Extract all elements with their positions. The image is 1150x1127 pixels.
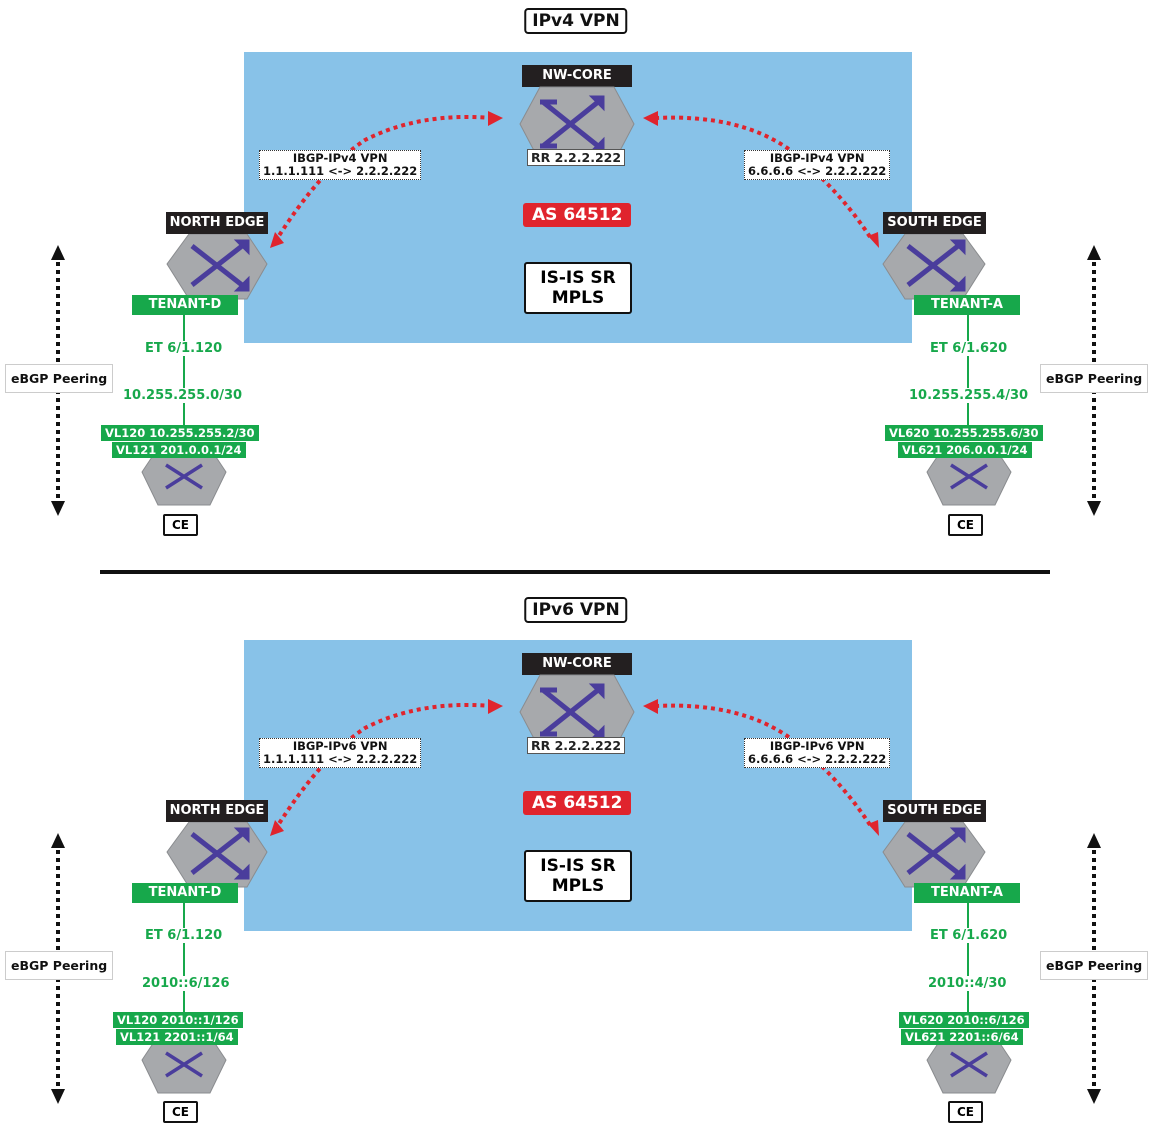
access-links — [183, 902, 969, 1016]
north-interface-label: ET 6/1.120 — [143, 928, 225, 943]
south-interface-label: ET 6/1.620 — [928, 341, 1010, 356]
north-edge-router-icon — [166, 233, 268, 300]
south-edge-router-icon — [882, 821, 986, 888]
south-ce-label: CE — [948, 514, 984, 536]
north-ebgp-label: eBGP Peering — [5, 951, 114, 980]
north-tenant-label: TENANT-D — [132, 295, 238, 315]
igp-label: IS-IS SR MPLS — [524, 262, 632, 314]
north-ebgp-label: eBGP Peering — [5, 364, 114, 393]
north-ibgp-session-label: IBGP-IPv6 VPN 1.1.1.111 <-> 2.2.2.222 — [259, 738, 422, 768]
south-subnet-label: 2010::4/30 — [926, 976, 1009, 991]
north-vlan-2: VL121 201.0.0.1/24 — [112, 442, 246, 458]
south-vlan-1: VL620 2010::6/126 — [899, 1012, 1029, 1028]
core-router-label: NW-CORE — [522, 65, 632, 87]
north-vlan-1: VL120 10.255.255.2/30 — [101, 425, 259, 441]
south-edge-router-icon — [882, 233, 986, 300]
south-ibgp-session-label: IBGP-IPv6 VPN 6.6.6.6 <-> 2.2.2.222 — [744, 738, 891, 768]
route-reflector-label: RR 2.2.2.222 — [527, 737, 626, 754]
south-ebgp-label: eBGP Peering — [1040, 364, 1149, 393]
core-router-icon — [519, 86, 635, 163]
access-links — [183, 314, 969, 428]
section-divider — [100, 570, 1050, 574]
route-reflector-label: RR 2.2.2.222 — [527, 149, 626, 166]
ibgp-session-arrows — [273, 702, 874, 832]
north-vlan-1: VL120 2010::1/126 — [113, 1012, 243, 1028]
south-tenant-label: TENANT-A — [914, 295, 1020, 315]
north-ce-icon — [141, 447, 227, 506]
core-router-label: NW-CORE — [522, 653, 632, 675]
section-title: IPv6 VPN — [524, 597, 628, 623]
north-ce-icon — [141, 1035, 227, 1094]
as-number-badge: AS 64512 — [523, 203, 632, 227]
south-vlan-2: VL621 206.0.0.1/24 — [898, 442, 1032, 458]
section-title: IPv4 VPN — [524, 8, 628, 34]
north-ce-label: CE — [163, 514, 199, 536]
north-edge-label: NORTH EDGE — [166, 212, 268, 234]
ibgp-session-arrows — [273, 114, 874, 244]
south-edge-label: SOUTH EDGE — [883, 800, 986, 822]
north-edge-router-icon — [166, 821, 268, 888]
north-interface-label: ET 6/1.120 — [143, 341, 225, 356]
core-router-icon — [519, 674, 635, 751]
south-interface-label: ET 6/1.620 — [928, 928, 1010, 943]
igp-label: IS-IS SR MPLS — [524, 850, 632, 902]
south-ce-label: CE — [948, 1101, 984, 1123]
south-vlan-1: VL620 10.255.255.6/30 — [885, 425, 1043, 441]
north-ce-label: CE — [163, 1101, 199, 1123]
north-subnet-label: 10.255.255.0/30 — [121, 388, 245, 403]
south-ce-icon — [926, 447, 1012, 506]
north-vlan-2: VL121 2201::1/64 — [116, 1029, 238, 1045]
south-edge-label: SOUTH EDGE — [883, 212, 986, 234]
south-ibgp-session-label: IBGP-IPv4 VPN 6.6.6.6 <-> 2.2.2.222 — [744, 150, 891, 180]
north-edge-label: NORTH EDGE — [166, 800, 268, 822]
south-subnet-label: 10.255.255.4/30 — [907, 388, 1031, 403]
as-number-badge: AS 64512 — [523, 791, 632, 815]
south-vlan-2: VL621 2201::6/64 — [901, 1029, 1023, 1045]
north-subnet-label: 2010::6/126 — [140, 976, 232, 991]
south-ebgp-label: eBGP Peering — [1040, 951, 1149, 980]
south-tenant-label: TENANT-A — [914, 883, 1020, 903]
north-ibgp-session-label: IBGP-IPv4 VPN 1.1.1.111 <-> 2.2.2.222 — [259, 150, 422, 180]
north-tenant-label: TENANT-D — [132, 883, 238, 903]
